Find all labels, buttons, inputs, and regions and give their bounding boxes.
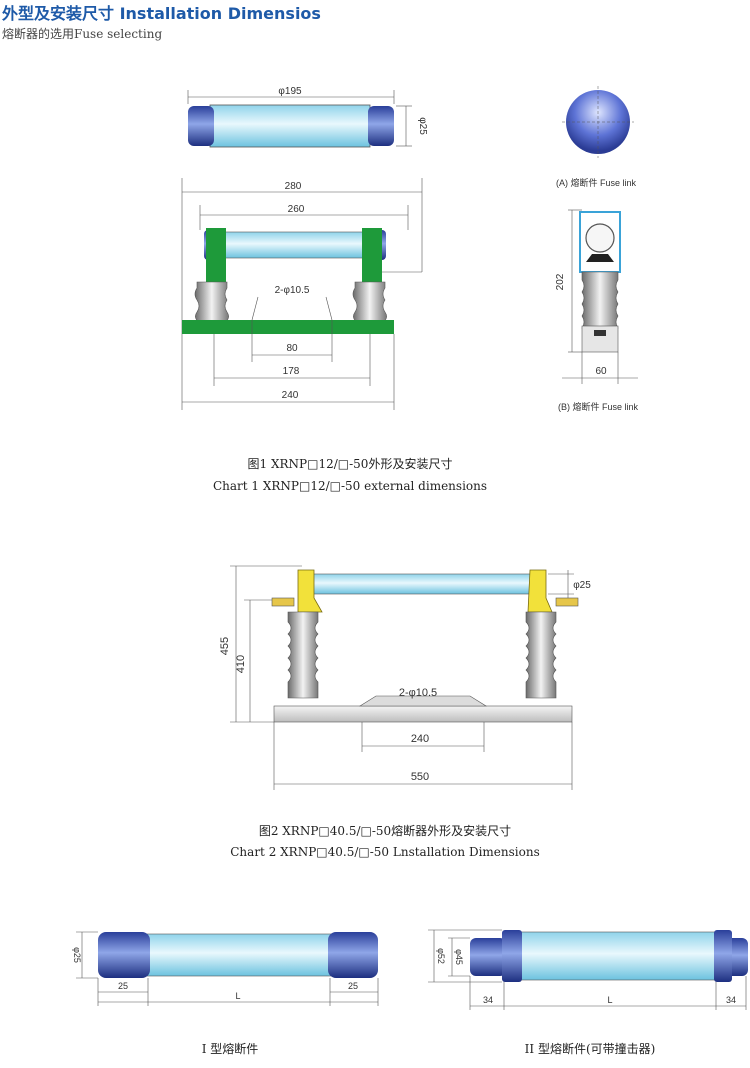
page-subtitle: 熔断器的选用Fuse selecting — [2, 27, 163, 41]
figure-1-fuse-top: φ195 φ25 — [187, 86, 428, 148]
dim-25-label: φ25 — [417, 117, 428, 135]
dim-280-label: 280 — [285, 181, 302, 192]
fig2-caption-en: Chart 2 XRNP□40.5/□-50 Lnstallation Dime… — [230, 845, 540, 859]
fig4-dim-L-label: L — [607, 995, 612, 1005]
fig1-caption-cn: 图1 XRNP□12/□-50外形及安装尺寸 — [247, 457, 453, 471]
fig3-dim-right-label: 25 — [348, 981, 358, 991]
fig2-holes-label: 2-φ10.5 — [399, 687, 437, 699]
dim-202-label: 202 — [555, 273, 566, 290]
page-title: 外型及安装尺寸 Installation Dimensios — [2, 4, 321, 23]
fig3-dim-L-label: L — [235, 991, 240, 1001]
dim-550-label: 550 — [411, 771, 429, 783]
dim-260-label: 260 — [288, 204, 305, 215]
fig4-caption: II 型熔断件(可带撞击器) — [524, 1042, 656, 1056]
dim-178-label: 178 — [283, 366, 300, 377]
figure-1-assembly: 280 260 2-φ10.5 80 178 240 — [181, 178, 423, 410]
label-b: (B) 熔断件 Fuse link — [558, 401, 639, 412]
dim-455-label: 455 — [219, 637, 231, 655]
fig2-dim-240-label: 240 — [411, 733, 429, 745]
dim-80-label: 80 — [286, 343, 298, 354]
label-a: (A) 熔断件 Fuse link — [556, 177, 637, 188]
fig3-dim-phi25-label: φ25 — [72, 947, 82, 963]
fig4-dim-phi52-label: φ52 — [436, 948, 446, 964]
dim-240-label: 240 — [282, 390, 299, 401]
figure-4-type-2-fuse: φ52 φ45 34 L 34 — [428, 929, 748, 1010]
fig4-dim-left-label: 34 — [483, 995, 493, 1005]
dim-60-label: 60 — [595, 366, 607, 377]
figure-1-fuse-end-view: (A) 熔断件 Fuse link — [556, 86, 637, 188]
dim-195-label: φ195 — [278, 86, 302, 97]
figure-1-side-view: 202 60 (B) 熔断件 Fuse link — [555, 209, 639, 412]
figure-2-assembly: 2-φ10.5 455 410 φ25 240 550 — [219, 565, 591, 790]
holes-label: 2-φ10.5 — [275, 285, 310, 296]
fig3-caption: I 型熔断件 — [201, 1042, 259, 1056]
fig1-caption-en: Chart 1 XRNP□12/□-50 external dimensions — [212, 479, 488, 493]
fig4-dim-phi45-label: φ45 — [454, 949, 464, 965]
figure-3-type-1-fuse: φ25 25 25 L — [72, 931, 379, 1006]
fig2-dim-25-label: φ25 — [573, 580, 591, 591]
dim-410-label: 410 — [235, 655, 247, 673]
fig4-dim-right-label: 34 — [726, 995, 736, 1005]
fig3-dim-left-label: 25 — [118, 981, 128, 991]
fig2-caption-cn: 图2 XRNP□40.5/□-50熔断器外形及安装尺寸 — [258, 824, 512, 838]
